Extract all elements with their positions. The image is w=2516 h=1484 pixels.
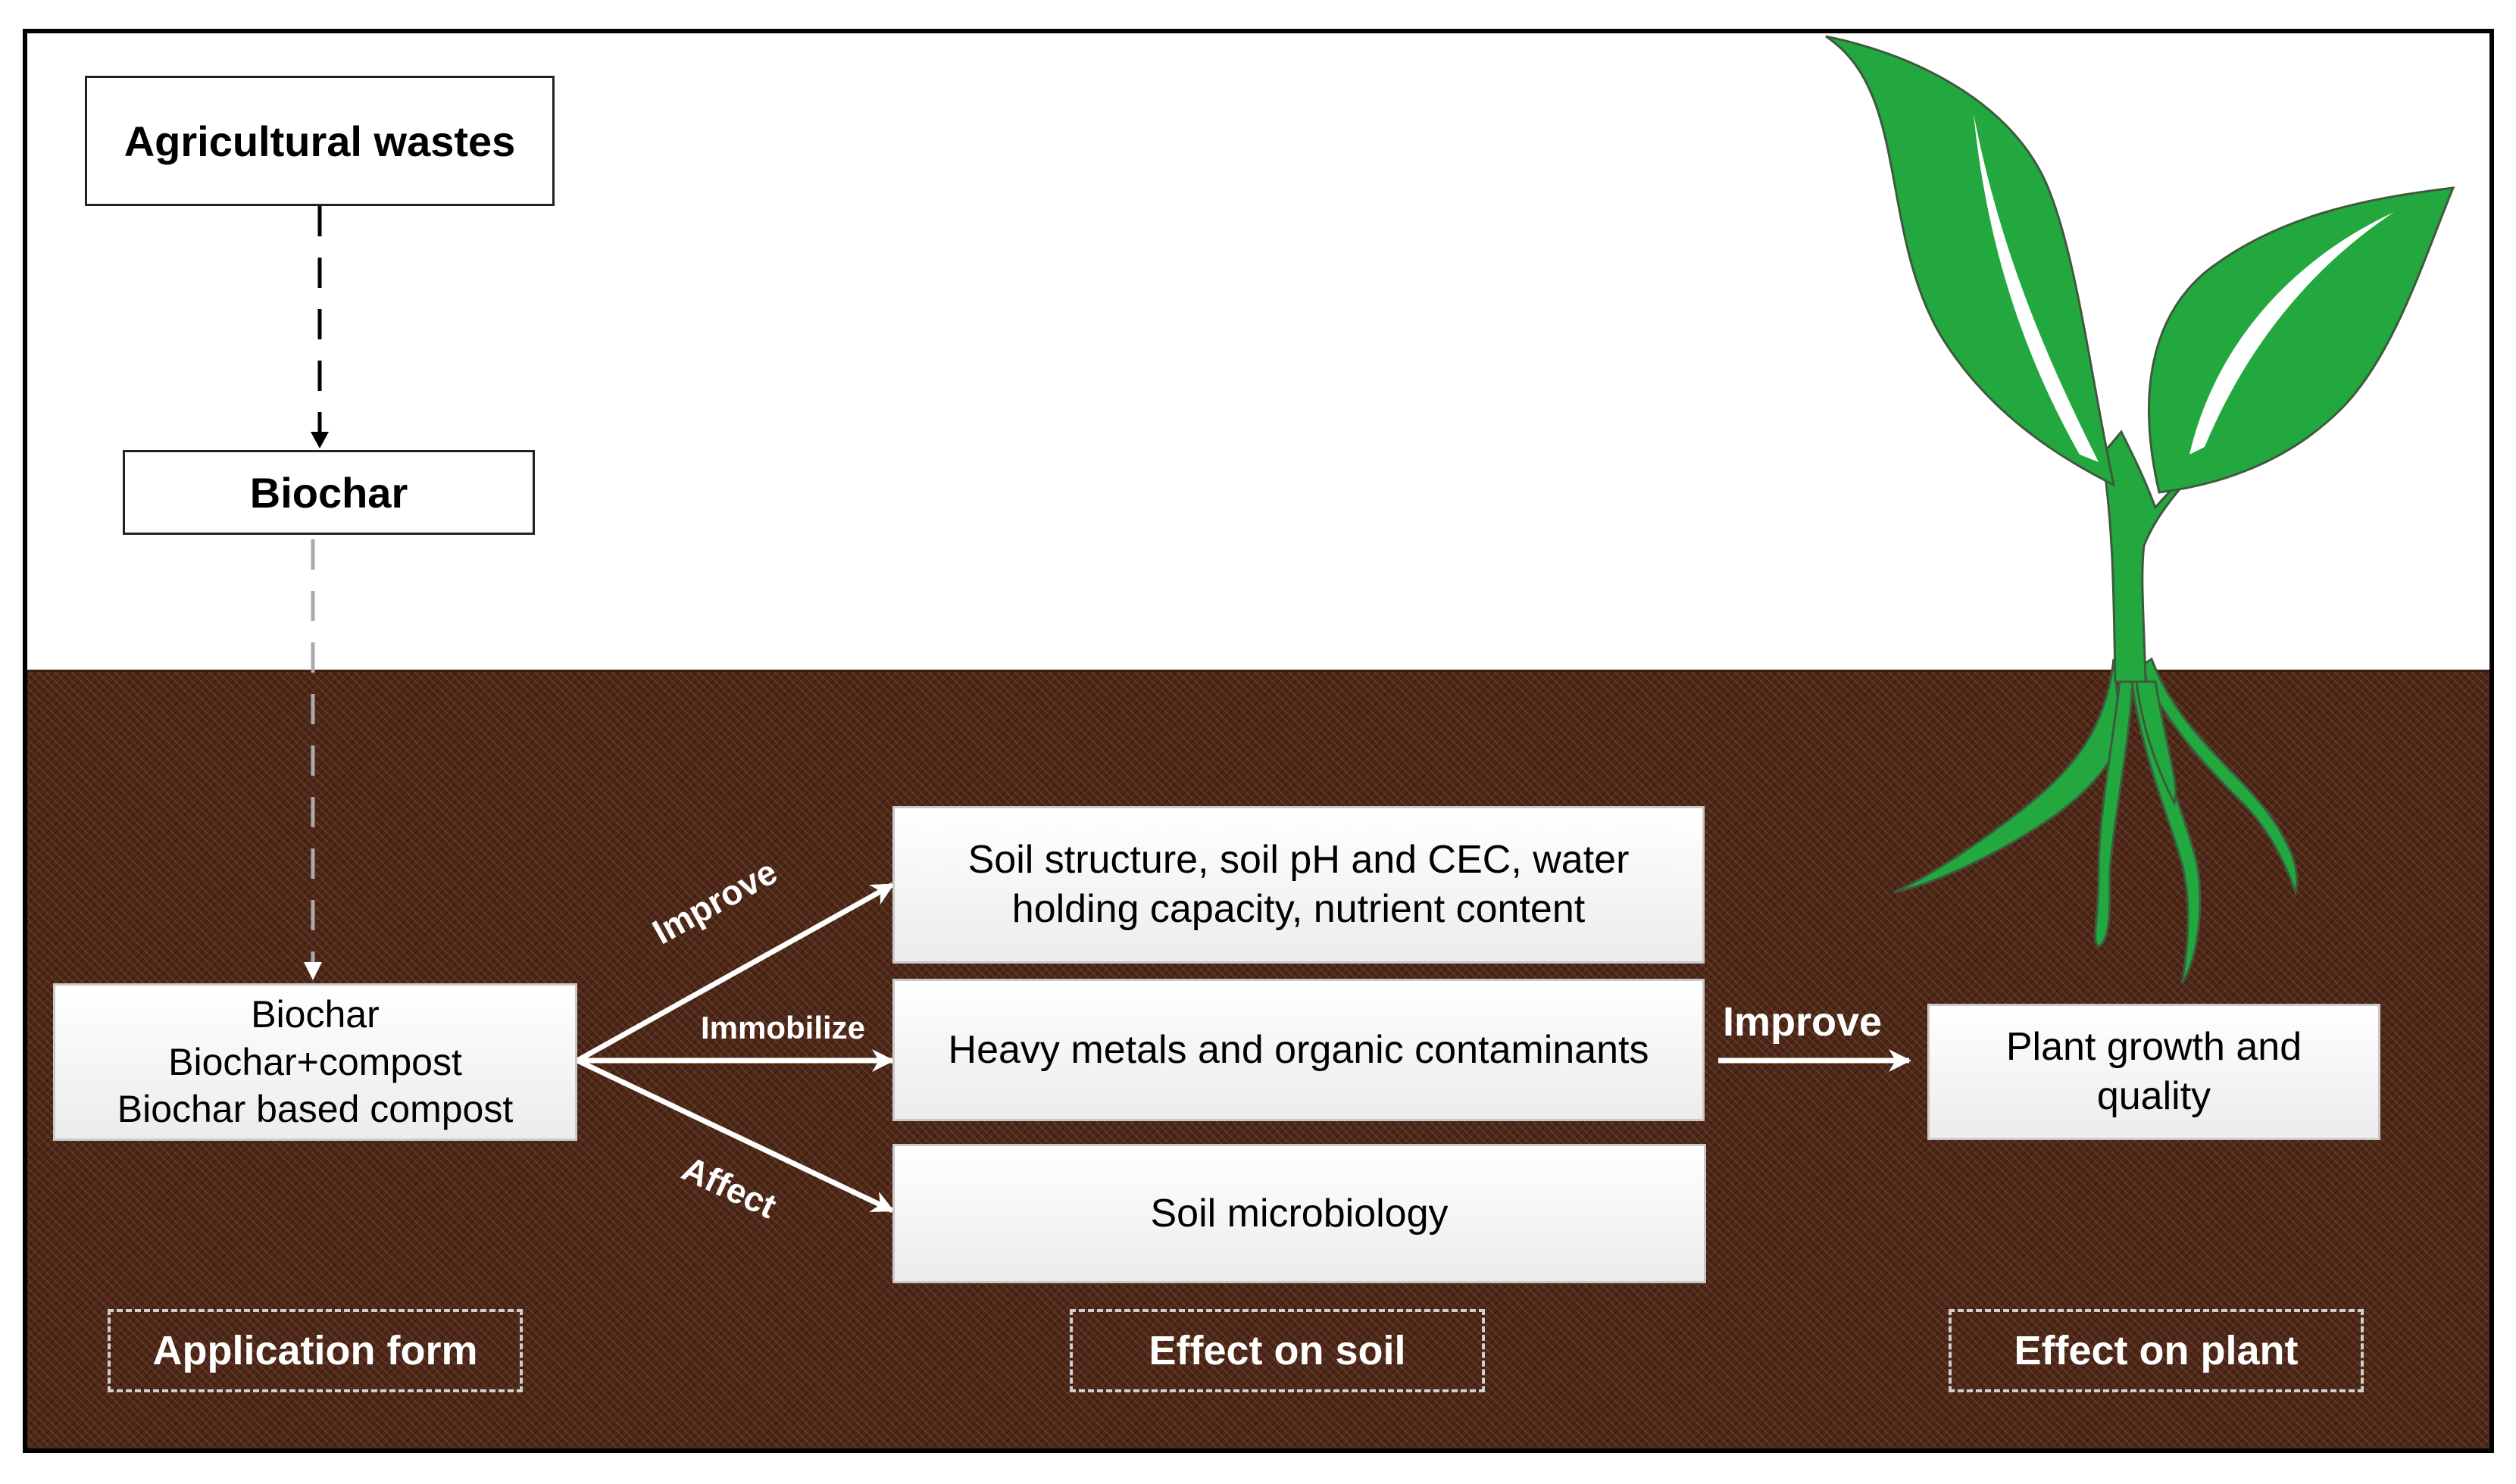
node-biochar-label: Biochar [249, 468, 408, 517]
arrow-affect [576, 1058, 895, 1214]
plant-stem [2101, 430, 2221, 683]
category-effect-on-plant: Effect on plant [1949, 1309, 2364, 1392]
node-heavy-metals: Heavy metals and organic contaminants [892, 979, 1705, 1121]
application-form-biochar: Biochar [251, 993, 380, 1036]
heavy-metals-label: Heavy metals and organic contaminants [948, 1028, 1649, 1072]
plant-illustration [1825, 35, 2455, 984]
arrow-improve-soil [576, 882, 895, 1064]
node-biochar: Biochar [123, 450, 535, 535]
arrowhead-wastes-to-biochar [311, 432, 329, 448]
plant-growth-line1: Plant growth and [2005, 1025, 2302, 1069]
application-form-biochar-compost: Biochar+compost [168, 1040, 462, 1083]
plant-growth-line2: quality [2096, 1074, 2211, 1118]
soil-structure-line2: holding capacity, nutrient content [1011, 887, 1586, 931]
node-agricultural-wastes: Agricultural wastes [85, 76, 555, 206]
category-effect-on-soil-label: Effect on soil [1149, 1328, 1406, 1373]
node-soil-microbiology: Soil microbiology [892, 1144, 1706, 1283]
plant-leaf-right [2148, 186, 2455, 494]
category-effect-on-soil: Effect on soil [1070, 1309, 1485, 1392]
category-application-form-label: Application form [152, 1328, 478, 1373]
node-soil-structure: Soil structure, soil pH and CEC, water h… [892, 806, 1705, 964]
soil-microbiology-label: Soil microbiology [1150, 1192, 1449, 1236]
node-agricultural-wastes-label: Agricultural wastes [123, 117, 516, 165]
edge-label-immobilize: Immobilize [701, 1010, 866, 1045]
category-effect-on-plant-label: Effect on plant [2014, 1328, 2299, 1373]
node-application-forms: Biochar Biochar+compost Biochar based co… [53, 983, 577, 1141]
soil-structure-line1: Soil structure, soil pH and CEC, water [967, 838, 1630, 882]
arrowhead-biochar-to-forms [304, 962, 322, 980]
plant-leaf-right-vein [2189, 212, 2394, 455]
plant-roots [1893, 657, 2299, 984]
category-application-form: Application form [108, 1309, 523, 1392]
application-form-biochar-based-compost: Biochar based compost [117, 1088, 514, 1131]
edge-label-improve-plant: Improve [1723, 999, 1883, 1045]
node-plant-growth: Plant growth and quality [1927, 1004, 2380, 1140]
